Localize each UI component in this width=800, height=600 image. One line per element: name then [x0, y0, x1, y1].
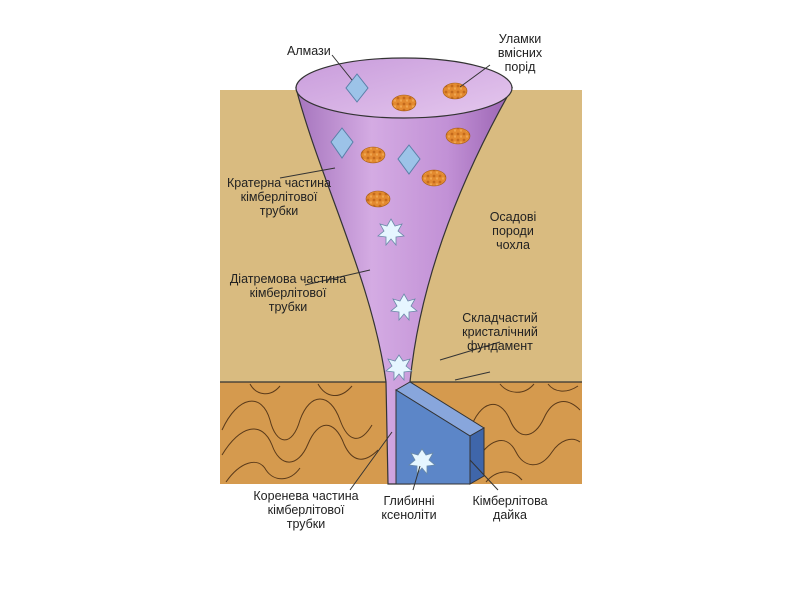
rock-fragment-icon — [360, 82, 471, 208]
label-crater-part: Кратерна частина кімберлітової трубки — [226, 176, 331, 218]
basement-folds — [221, 383, 581, 483]
leader-lines — [279, 54, 501, 491]
label-sedimentary-cover: Осадові породи чохла — [489, 210, 537, 252]
kimberlite-dyke-side — [469, 427, 485, 485]
xenolith-icon — [377, 218, 436, 476]
crater-mouth — [295, 57, 513, 119]
label-deep-xenoliths: Глибинні ксеноліти — [381, 494, 437, 522]
label-folded-basement: Складчастий кристалічний фундамент — [462, 311, 538, 353]
label-root-part: Коренева частина кімберлітової трубки — [253, 489, 359, 531]
label-kimberlite-dyke: Кімберлітова дайка — [472, 494, 548, 522]
diamond-icon — [330, 73, 421, 175]
label-diatreme-part: Діатремова частина кімберлітової трубки — [229, 272, 347, 314]
label-host-rock-fragments: Уламки вмісних порід — [497, 32, 543, 74]
label-diamonds: Алмази — [287, 44, 331, 58]
